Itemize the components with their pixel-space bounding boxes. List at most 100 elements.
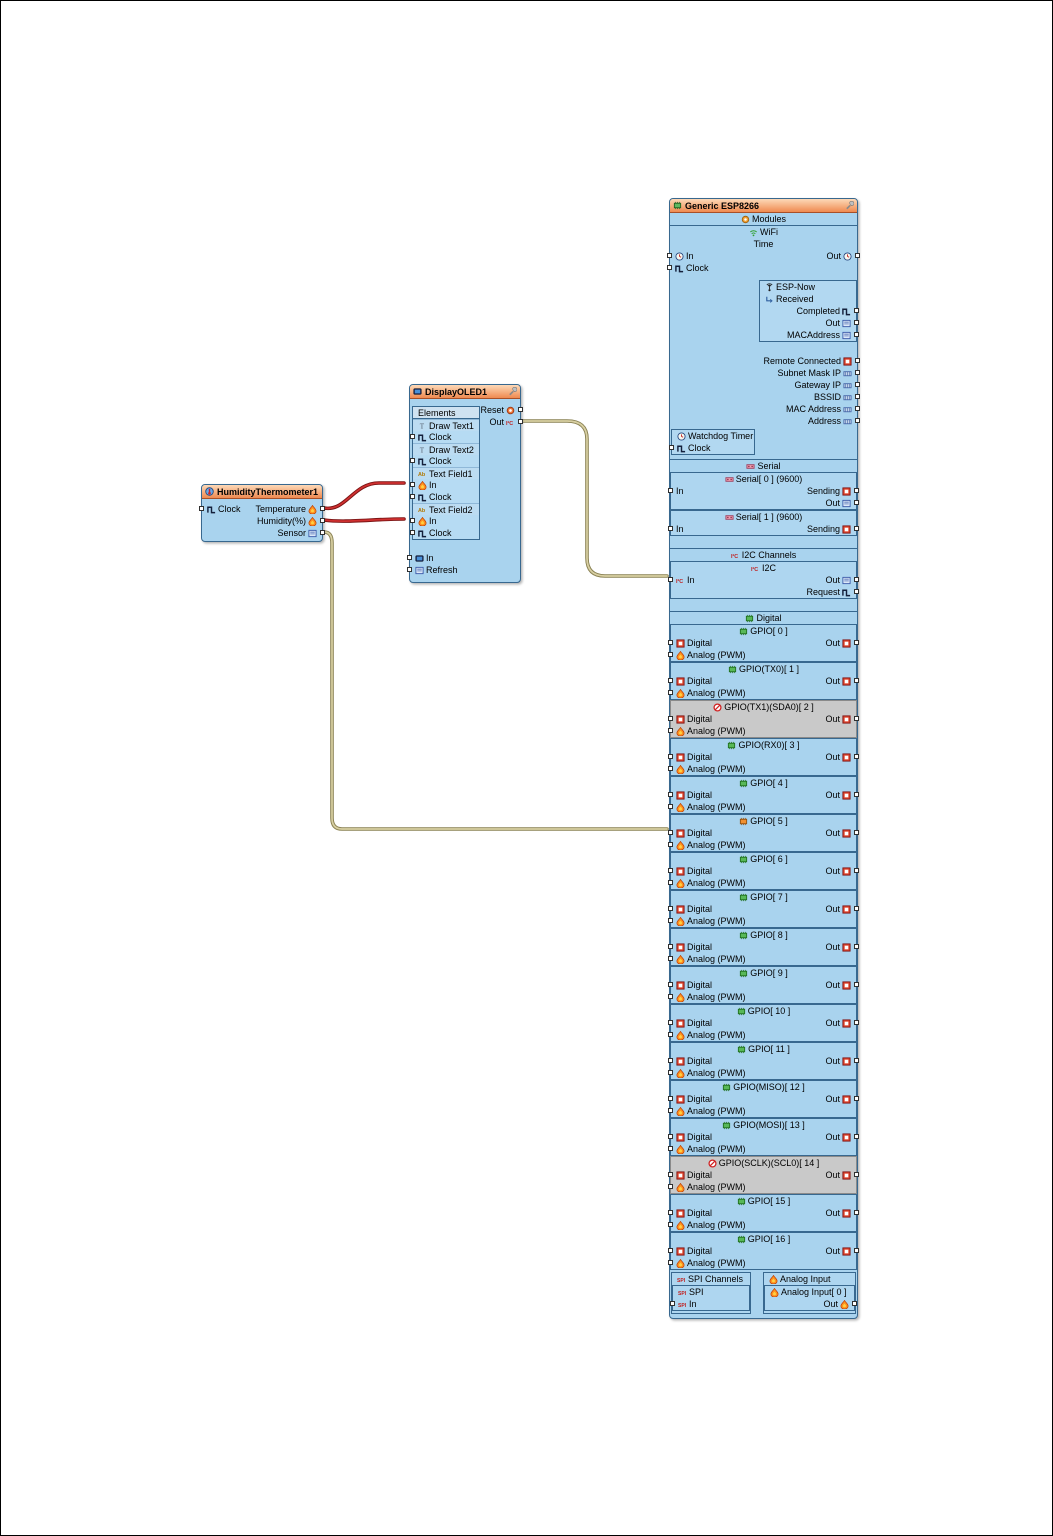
digital-output-pin[interactable] — [854, 1210, 859, 1215]
analog-input-pin[interactable] — [668, 880, 673, 885]
output-pin[interactable] — [320, 506, 325, 511]
digital-output-pin[interactable] — [854, 1134, 859, 1139]
spi-input-pin[interactable] — [670, 1301, 675, 1306]
output-pin[interactable] — [854, 526, 859, 531]
input-pin[interactable] — [410, 482, 415, 487]
wire-temperature-to-textfield1-in[interactable] — [322, 481, 406, 510]
digital-input-pin[interactable] — [668, 1020, 673, 1025]
serial-in-pin[interactable] — [668, 488, 673, 493]
analog-input-pin[interactable] — [668, 1070, 673, 1075]
digital-output-pin[interactable] — [854, 754, 859, 759]
input-pin[interactable] — [410, 434, 415, 439]
component-header[interactable]: DisplayOLED1 — [410, 385, 520, 399]
wire-humidity-to-textfield2-in[interactable] — [322, 517, 406, 523]
analog-input-pin[interactable] — [668, 956, 673, 961]
digital-input-pin[interactable] — [668, 906, 673, 911]
component-display-oled[interactable]: DisplayOLED1 Reset Out Elements Draw Tex… — [407, 384, 523, 583]
analog-input-pin[interactable] — [668, 690, 673, 695]
output-pin[interactable] — [854, 500, 859, 505]
reset-input-pin[interactable] — [518, 407, 523, 412]
analog-input-pin[interactable] — [668, 1108, 673, 1113]
wrench-icon[interactable] — [508, 387, 517, 396]
digital-input-pin[interactable] — [668, 1172, 673, 1177]
digital-output-pin[interactable] — [854, 906, 859, 911]
component-header[interactable]: Generic ESP8266 — [670, 199, 857, 213]
component-humidity-thermometer[interactable]: HumidityThermometer1 Clock Temperature H… — [199, 484, 325, 542]
input-pin[interactable] — [410, 530, 415, 535]
digital-input-pin[interactable] — [668, 1134, 673, 1139]
output-pin[interactable] — [854, 332, 859, 337]
output-pin[interactable] — [855, 406, 860, 411]
digital-output-pin[interactable] — [854, 982, 859, 987]
refresh-input-pin[interactable] — [407, 567, 412, 572]
wire-oled-out-to-esp-i2c-in[interactable] — [520, 419, 669, 578]
clock-input-pin[interactable] — [199, 506, 204, 511]
digital-input-pin[interactable] — [668, 792, 673, 797]
digital-input-pin[interactable] — [668, 1248, 673, 1253]
digital-output-pin[interactable] — [854, 1058, 859, 1063]
analog-input-pin[interactable] — [668, 842, 673, 847]
digital-input-pin[interactable] — [668, 830, 673, 835]
output-pin[interactable] — [320, 530, 325, 535]
serial-in-pin[interactable] — [668, 526, 673, 531]
output-pin[interactable] — [855, 394, 860, 399]
i2c-input-pin[interactable] — [668, 577, 673, 582]
analog-input-pin[interactable] — [668, 766, 673, 771]
display-element[interactable]: Text Field2 In Clock — [410, 503, 479, 539]
i2c-request-pin[interactable] — [854, 589, 859, 594]
i2c-out-pin[interactable] — [854, 577, 859, 582]
analog-input-pin[interactable] — [668, 652, 673, 657]
input-pin[interactable] — [410, 458, 415, 463]
digital-input-pin[interactable] — [668, 754, 673, 759]
digital-output-pin[interactable] — [854, 792, 859, 797]
analog-input-pin[interactable] — [668, 994, 673, 999]
component-header[interactable]: HumidityThermometer1 — [202, 485, 322, 499]
display-element[interactable]: Text Field1 In Clock — [410, 467, 479, 503]
analog-input-pin[interactable] — [668, 1032, 673, 1037]
output-pin[interactable] — [855, 370, 860, 375]
out-output-pin[interactable] — [518, 419, 523, 424]
digital-output-pin[interactable] — [854, 830, 859, 835]
in-input-pin[interactable] — [407, 555, 412, 560]
analog-input-pin[interactable] — [668, 918, 673, 923]
digital-input-pin[interactable] — [668, 640, 673, 645]
digital-output-pin[interactable] — [854, 1172, 859, 1177]
digital-input-pin[interactable] — [668, 982, 673, 987]
digital-input-pin[interactable] — [668, 716, 673, 721]
output-pin[interactable] — [320, 518, 325, 523]
analog-input-pin[interactable] — [668, 1222, 673, 1227]
analog-input-pin[interactable] — [668, 1184, 673, 1189]
display-element[interactable]: Draw Text2 Clock — [410, 443, 479, 467]
digital-output-pin[interactable] — [854, 1020, 859, 1025]
output-pin[interactable] — [854, 320, 859, 325]
analog-input-pin[interactable] — [668, 1146, 673, 1151]
digital-input-pin[interactable] — [668, 1058, 673, 1063]
digital-input-pin[interactable] — [668, 1096, 673, 1101]
clock-input-pin[interactable] — [669, 445, 674, 450]
output-pin[interactable] — [855, 358, 860, 363]
digital-input-pin[interactable] — [668, 678, 673, 683]
digital-output-pin[interactable] — [854, 640, 859, 645]
display-element[interactable]: Draw Text1 Clock — [410, 419, 479, 443]
time-in-pin[interactable] — [667, 253, 672, 258]
analog-input-pin[interactable] — [668, 728, 673, 733]
output-pin[interactable] — [854, 488, 859, 493]
analog-input-pin[interactable] — [668, 804, 673, 809]
digital-input-pin[interactable] — [668, 944, 673, 949]
component-generic-esp8266[interactable]: Generic ESP8266 Modules WiFi Time In O — [667, 198, 860, 1319]
input-pin[interactable] — [410, 494, 415, 499]
digital-output-pin[interactable] — [854, 1096, 859, 1101]
digital-output-pin[interactable] — [854, 1248, 859, 1253]
analog-out-pin[interactable] — [852, 1301, 857, 1306]
digital-input-pin[interactable] — [668, 868, 673, 873]
digital-output-pin[interactable] — [854, 678, 859, 683]
output-pin[interactable] — [855, 418, 860, 423]
digital-input-pin[interactable] — [668, 1210, 673, 1215]
output-pin[interactable] — [855, 382, 860, 387]
clock-input-pin[interactable] — [667, 265, 672, 270]
output-pin[interactable] — [854, 308, 859, 313]
analog-input-pin[interactable] — [668, 1260, 673, 1265]
wrench-icon[interactable] — [845, 201, 854, 210]
input-pin[interactable] — [410, 518, 415, 523]
